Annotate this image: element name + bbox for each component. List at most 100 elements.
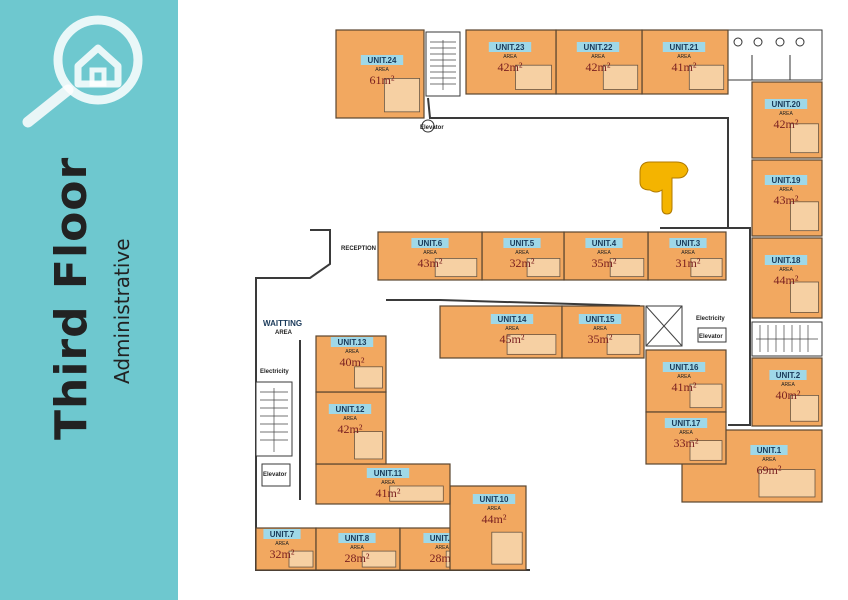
unit-label-bg xyxy=(503,238,541,248)
unit-area-value: 40m² xyxy=(340,355,365,369)
unit-label-bg xyxy=(472,494,516,504)
floor-subtitle: Administrative xyxy=(110,238,134,384)
unit-name: UNIT.9 xyxy=(430,534,455,543)
stairs-right xyxy=(751,321,823,357)
stairs-top xyxy=(425,31,461,97)
unit-label-bg xyxy=(488,42,532,52)
unit-area-value: 33m² xyxy=(674,436,699,450)
electricity-label: Electricity xyxy=(260,369,289,375)
unit-area-value: 42m² xyxy=(586,60,611,74)
unit-name: UNIT.6 xyxy=(418,239,443,248)
unit-area-value: 42m² xyxy=(774,117,799,131)
unit-inner-room xyxy=(689,440,723,461)
elevator-left: Elevator Electricity xyxy=(260,369,291,487)
unit-area-word: AREA xyxy=(343,416,357,422)
unit-name: UNIT.7 xyxy=(270,530,295,539)
unit-area-word: AREA xyxy=(515,250,529,256)
unit-name: UNIT.5 xyxy=(510,239,535,248)
unit-name: UNIT.22 xyxy=(584,43,613,52)
waiting-area: WAITTING AREA xyxy=(263,319,302,336)
unit-area-value: 32m² xyxy=(510,256,535,270)
unit-area-value: 32m² xyxy=(270,547,295,561)
unit-name: UNIT.21 xyxy=(670,43,699,52)
unit-label-bg xyxy=(263,529,301,539)
unit-name: UNIT.20 xyxy=(772,100,801,109)
unit-area-word: AREA xyxy=(350,545,364,551)
unit-name: UNIT.16 xyxy=(670,363,699,372)
unit-area-value: 28m² xyxy=(430,551,455,565)
unit-name: UNIT.23 xyxy=(496,43,525,52)
floor-title: Third Floor xyxy=(46,156,97,440)
unit-area-value: 45m² xyxy=(500,332,525,346)
stairs-left xyxy=(255,381,293,457)
restrooms xyxy=(727,29,823,81)
waiting-area-label: AREA xyxy=(275,330,293,336)
unit-name: UNIT.4 xyxy=(592,239,617,248)
unit-inner-room xyxy=(602,64,639,90)
unit-name: UNIT.10 xyxy=(480,495,509,504)
unit-inner-room xyxy=(690,257,723,278)
unit-label-bg xyxy=(423,533,461,543)
unit-label-bg xyxy=(360,55,404,65)
unit-label-bg xyxy=(578,314,622,324)
unit-label-bg xyxy=(330,337,374,347)
unit-inner-room xyxy=(389,485,444,502)
unit-inner-room xyxy=(790,394,819,422)
unit-label-bg xyxy=(764,99,808,109)
unit-label-bg xyxy=(490,314,534,324)
elevator-label: Elevator xyxy=(699,334,723,340)
unit-inner-room xyxy=(526,257,561,278)
pointing-hand-emoji xyxy=(639,161,689,215)
elevator-label: Elevator xyxy=(420,125,444,131)
elevator-label: Elevator xyxy=(263,472,287,478)
unit-area-word: AREA xyxy=(779,187,793,193)
unit-area-word: AREA xyxy=(779,111,793,117)
unit-label-bg xyxy=(366,468,410,478)
unit-area-value: 40m² xyxy=(776,388,801,402)
waiting-label: WAITTING xyxy=(263,319,302,328)
unit-area-word: AREA xyxy=(487,506,501,512)
unit-area-value: 44m² xyxy=(774,273,799,287)
unit-label-bg xyxy=(411,238,449,248)
unit-name: UNIT.1 xyxy=(757,446,782,455)
unit-area-word: AREA xyxy=(677,54,691,60)
unit-label-bg xyxy=(764,255,808,265)
unit-area-word: AREA xyxy=(593,326,607,332)
unit-area-value: 35m² xyxy=(592,256,617,270)
units-layer: UNIT.1AREA69m²UNIT.2AREA40m²UNIT.3AREA31… xyxy=(255,29,823,571)
electricity-label: Electricity xyxy=(696,316,725,322)
unit-area-word: AREA xyxy=(345,349,359,355)
unit-label-bg xyxy=(669,238,707,248)
unit-area-word: AREA xyxy=(779,267,793,273)
unit-inner-room xyxy=(515,64,552,90)
unit-label-bg xyxy=(576,42,620,52)
unit-area-word: AREA xyxy=(597,250,611,256)
unit-inner-room xyxy=(354,431,383,460)
unit-area-value: 41m² xyxy=(672,380,697,394)
unit-area-word: AREA xyxy=(423,250,437,256)
unit-label-bg xyxy=(338,533,376,543)
unit-name: UNIT.13 xyxy=(338,338,367,347)
unit-area-word: AREA xyxy=(679,430,693,436)
unit-name: UNIT.17 xyxy=(672,419,701,428)
unit-area-value: 42m² xyxy=(338,422,363,436)
unit-inner-room xyxy=(790,281,819,313)
unit-label-bg xyxy=(328,404,372,414)
unit-area-value: 61m² xyxy=(370,73,395,87)
unit-inner-room xyxy=(790,123,819,154)
floor-plan: Elevator Elevator Electricity xyxy=(255,29,823,571)
unit-area-value: 69m² xyxy=(757,463,782,477)
unit-label-bg xyxy=(662,42,706,52)
unit-area-word: AREA xyxy=(275,541,289,547)
